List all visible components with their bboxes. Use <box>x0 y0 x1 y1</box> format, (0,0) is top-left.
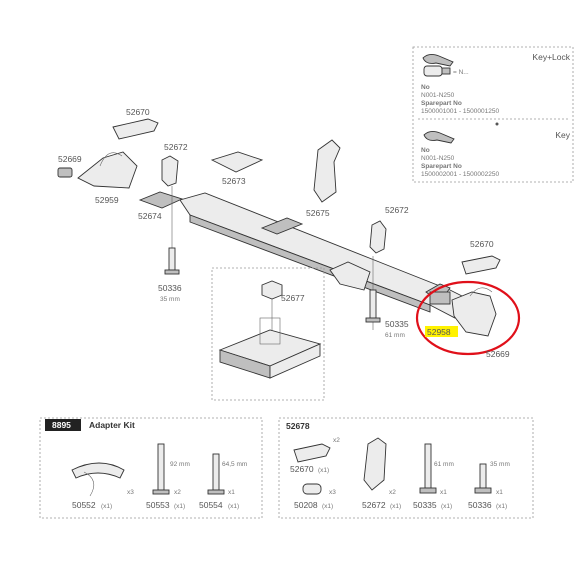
kit-part-qty-50336: (x1) <box>496 503 507 510</box>
kit-part-no-50208: 50208 <box>294 500 318 510</box>
kit-qty-50208: x3 <box>329 489 336 496</box>
adapter-part-50552: x3 50552 (x1) <box>71 462 134 510</box>
adapter-part-no-50553: 50553 <box>146 500 170 510</box>
adapter-part-qty-50552: (x1) <box>101 503 112 510</box>
adapter-kit-badge <box>45 419 81 431</box>
kit-part-qty-52672: (x1) <box>390 503 401 510</box>
lock-cylinder-icon <box>423 65 451 77</box>
key-lock-panel: Key+Lock = N... No N001-N250 Sparepart N… <box>412 46 574 183</box>
key-lock-title: Key+Lock <box>532 52 570 62</box>
label-52669-b: 52669 <box>486 349 510 359</box>
key-title: Key <box>555 130 570 140</box>
kit-part-52670: x2 52670 (x1) <box>290 437 340 474</box>
key-range: N001-N250 <box>421 155 455 162</box>
bolt-50335: 50335 61 mm <box>365 256 409 339</box>
detail-inset-52677: 52677 <box>211 267 325 401</box>
adapter-part-50553: 92 mm x2 50553 (x1) <box>146 443 190 510</box>
label-52670-a: 52670 <box>126 107 150 117</box>
label-52674: 52674 <box>138 211 162 221</box>
kit-part-qty-50335: (x1) <box>441 503 452 510</box>
adapter-part-no-50554: 50554 <box>199 500 223 510</box>
rail-strap <box>260 217 304 235</box>
lock-range: N001-N250 <box>421 92 455 99</box>
label-52959: 52959 <box>95 195 119 205</box>
kit-qty-50335: x1 <box>440 489 447 496</box>
kit-part-no-50335: 50335 <box>413 500 437 510</box>
kit-part-50208: x3 50208 (x1) <box>294 483 336 510</box>
part-52670-b: 52670 <box>461 239 501 275</box>
highlight-badge <box>425 326 458 337</box>
label-50335-length: 61 mm <box>385 332 405 339</box>
part-52959: 52959 <box>77 151 138 205</box>
kit-part-52672: x2 52672 (x1) <box>362 437 401 510</box>
adapter-kit-title: Adapter Kit <box>89 420 135 430</box>
kit-part-no-52670: 52670 <box>290 464 314 474</box>
adapter-qty-50554: x1 <box>228 489 235 496</box>
adapter-qty-50552: x3 <box>127 489 134 496</box>
label-52672-a: 52672 <box>164 142 188 152</box>
divider-dot <box>495 122 499 126</box>
key-no-label: No <box>421 147 430 154</box>
kit-part-no-50336: 50336 <box>468 500 492 510</box>
adapter-part-no-50552: 50552 <box>72 500 96 510</box>
part-52672-b: 52672 <box>369 205 409 254</box>
key-icon <box>422 53 454 67</box>
label-52677: 52677 <box>281 293 305 303</box>
adapter-part-50554: 64,5 mm x1 50554 (x1) <box>199 453 247 510</box>
key-sparepart-label: Sparepart No <box>421 163 462 170</box>
bolt-50336: 50336 35 mm <box>158 186 182 303</box>
kit-part-qty-52670: (x1) <box>318 467 329 474</box>
kit-part-qty-50208: (x1) <box>322 503 333 510</box>
kit-part-no-52672: 52672 <box>362 500 386 510</box>
label-52670-b: 52670 <box>470 239 494 249</box>
adapter-kit-badge-text: 8895 <box>52 420 71 430</box>
kit-qty-50336: x1 <box>496 489 503 496</box>
key-lock-frame <box>412 46 574 183</box>
rail-clamp <box>329 261 371 291</box>
label-52958: 52958 <box>427 327 451 337</box>
adapter-qty-50553: x2 <box>174 489 181 496</box>
detail-inset-frame <box>211 267 325 401</box>
lock-sparepart-range: 1500001001 - 1500001250 <box>421 108 499 115</box>
label-50336-length: 35 mm <box>160 296 180 303</box>
part-52669-a: 52669 <box>57 154 82 178</box>
label-50335: 50335 <box>385 319 409 329</box>
adapter-dim-64: 64,5 mm <box>222 461 247 468</box>
kit-part-50336: 35 mm x1 50336 (x1) <box>468 461 510 510</box>
part-52674: 52674 <box>138 191 184 221</box>
kit-52678-title: 52678 <box>286 421 310 431</box>
adapter-dim-92: 92 mm <box>170 461 190 468</box>
lock-no-label: No <box>421 84 430 91</box>
lock-number-text: = N... <box>453 69 469 76</box>
kit-qty-52670: x2 <box>333 437 340 444</box>
main-rail-side <box>189 214 431 313</box>
kit-qty-52672: x2 <box>389 489 396 496</box>
part-52673: 52673 <box>210 151 264 186</box>
part-52675: 52675 <box>306 139 341 218</box>
highlighted-part-52958: 52958 52669 <box>415 280 521 359</box>
label-50336: 50336 <box>158 283 182 293</box>
label-52675: 52675 <box>306 208 330 218</box>
adapter-kit-frame <box>39 417 263 519</box>
kit-part-50335: 61 mm x1 50335 (x1) <box>413 443 454 510</box>
part-52672-a: 52672 <box>161 142 188 187</box>
kit-52678-panel: 52678 x2 52670 (x1) x3 50208 (x1) x2 526… <box>278 417 534 519</box>
adapter-kit-panel: 8895 Adapter Kit x3 50552 (x1) 92 mm x2 … <box>39 417 263 519</box>
part-52670-a: 52670 <box>112 107 159 140</box>
adapter-part-qty-50554: (x1) <box>228 503 239 510</box>
key-icon-2 <box>423 130 455 144</box>
label-52673: 52673 <box>222 176 246 186</box>
lock-sparepart-label: Sparepart No <box>421 100 462 107</box>
adapter-part-qty-50553: (x1) <box>174 503 185 510</box>
kit-dim-35: 35 mm <box>490 461 510 468</box>
label-52669-a: 52669 <box>58 154 82 164</box>
key-sparepart-range: 1500002001 - 1500002250 <box>421 171 499 178</box>
label-52672-b: 52672 <box>385 205 409 215</box>
main-rail-assembly <box>179 192 471 319</box>
kit-dim-61: 61 mm <box>434 461 454 468</box>
kit-52678-frame <box>278 417 534 519</box>
highlight-circle <box>415 280 521 356</box>
